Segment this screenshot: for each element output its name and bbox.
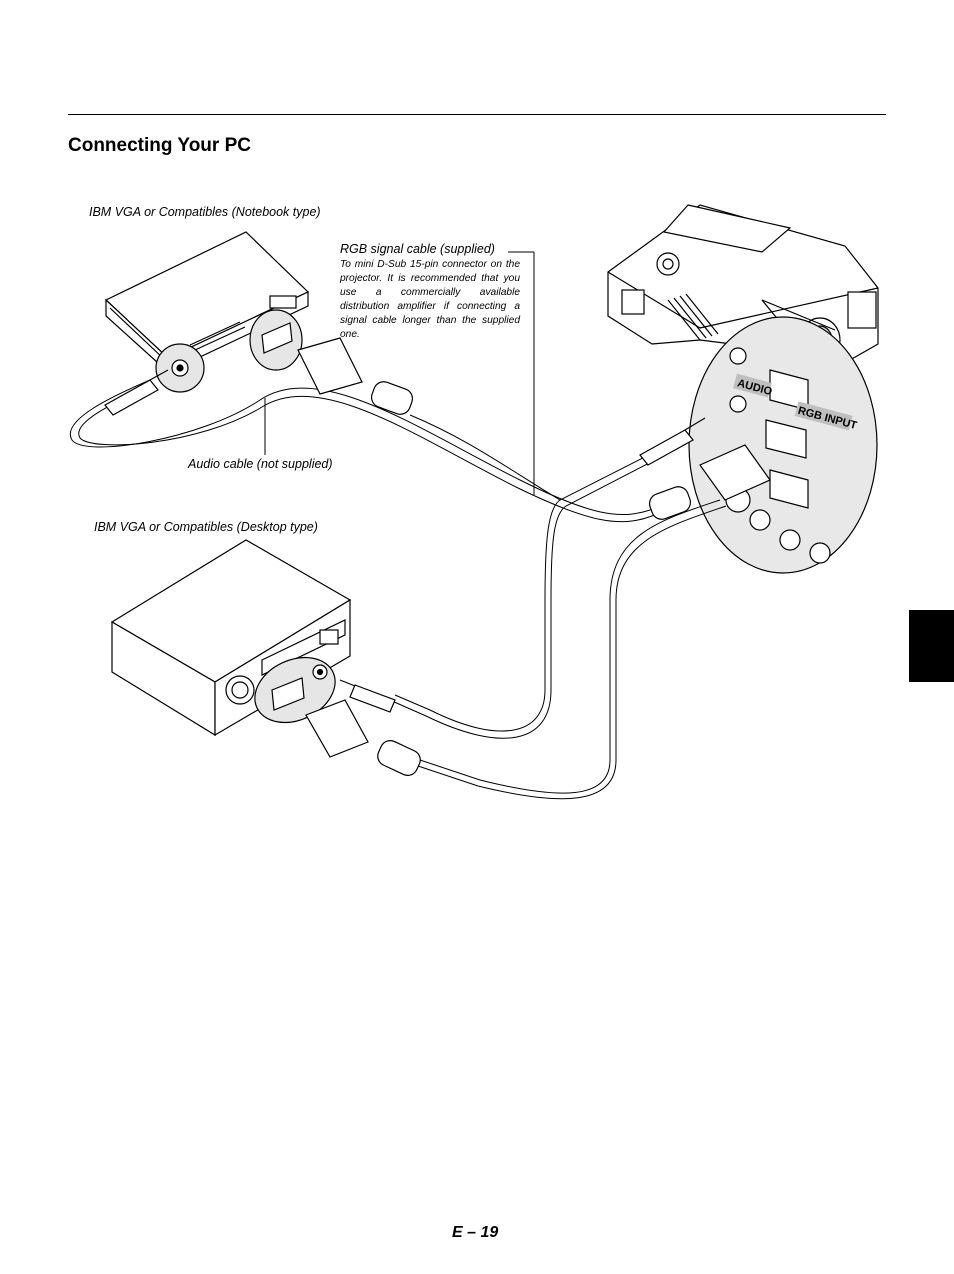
notebook-label: IBM VGA or Compatibles (Notebook type) — [89, 205, 321, 219]
audio-plug-notebook — [104, 369, 169, 416]
chapter-tab — [909, 610, 954, 682]
desktop-ports-callout — [254, 656, 336, 724]
desktop-label: IBM VGA or Compatibles (Desktop type) — [94, 520, 318, 534]
section-title: Connecting Your PC — [68, 135, 251, 156]
vga-plug-notebook — [297, 337, 414, 415]
vga-plug-desktop — [305, 699, 421, 776]
rgb-cable — [409, 414, 727, 800]
rgb-cable-note: To mini D-Sub 15-pin connector on the pr… — [340, 259, 520, 340]
vga-plug-projector — [648, 444, 771, 520]
notebook-vga-port — [249, 309, 303, 371]
rgb-cable-label: RGB signal cable (supplied) — [340, 242, 495, 256]
audio-plug-projector — [639, 417, 706, 466]
audio-cable-label: Audio cable (not supplied) — [188, 457, 333, 471]
audio-cable — [69, 379, 687, 739]
page-number: E – 19 — [452, 1224, 499, 1241]
audio-plug-desktop — [339, 679, 396, 713]
header-rule — [68, 114, 886, 115]
notebook-audio-port — [155, 343, 205, 393]
